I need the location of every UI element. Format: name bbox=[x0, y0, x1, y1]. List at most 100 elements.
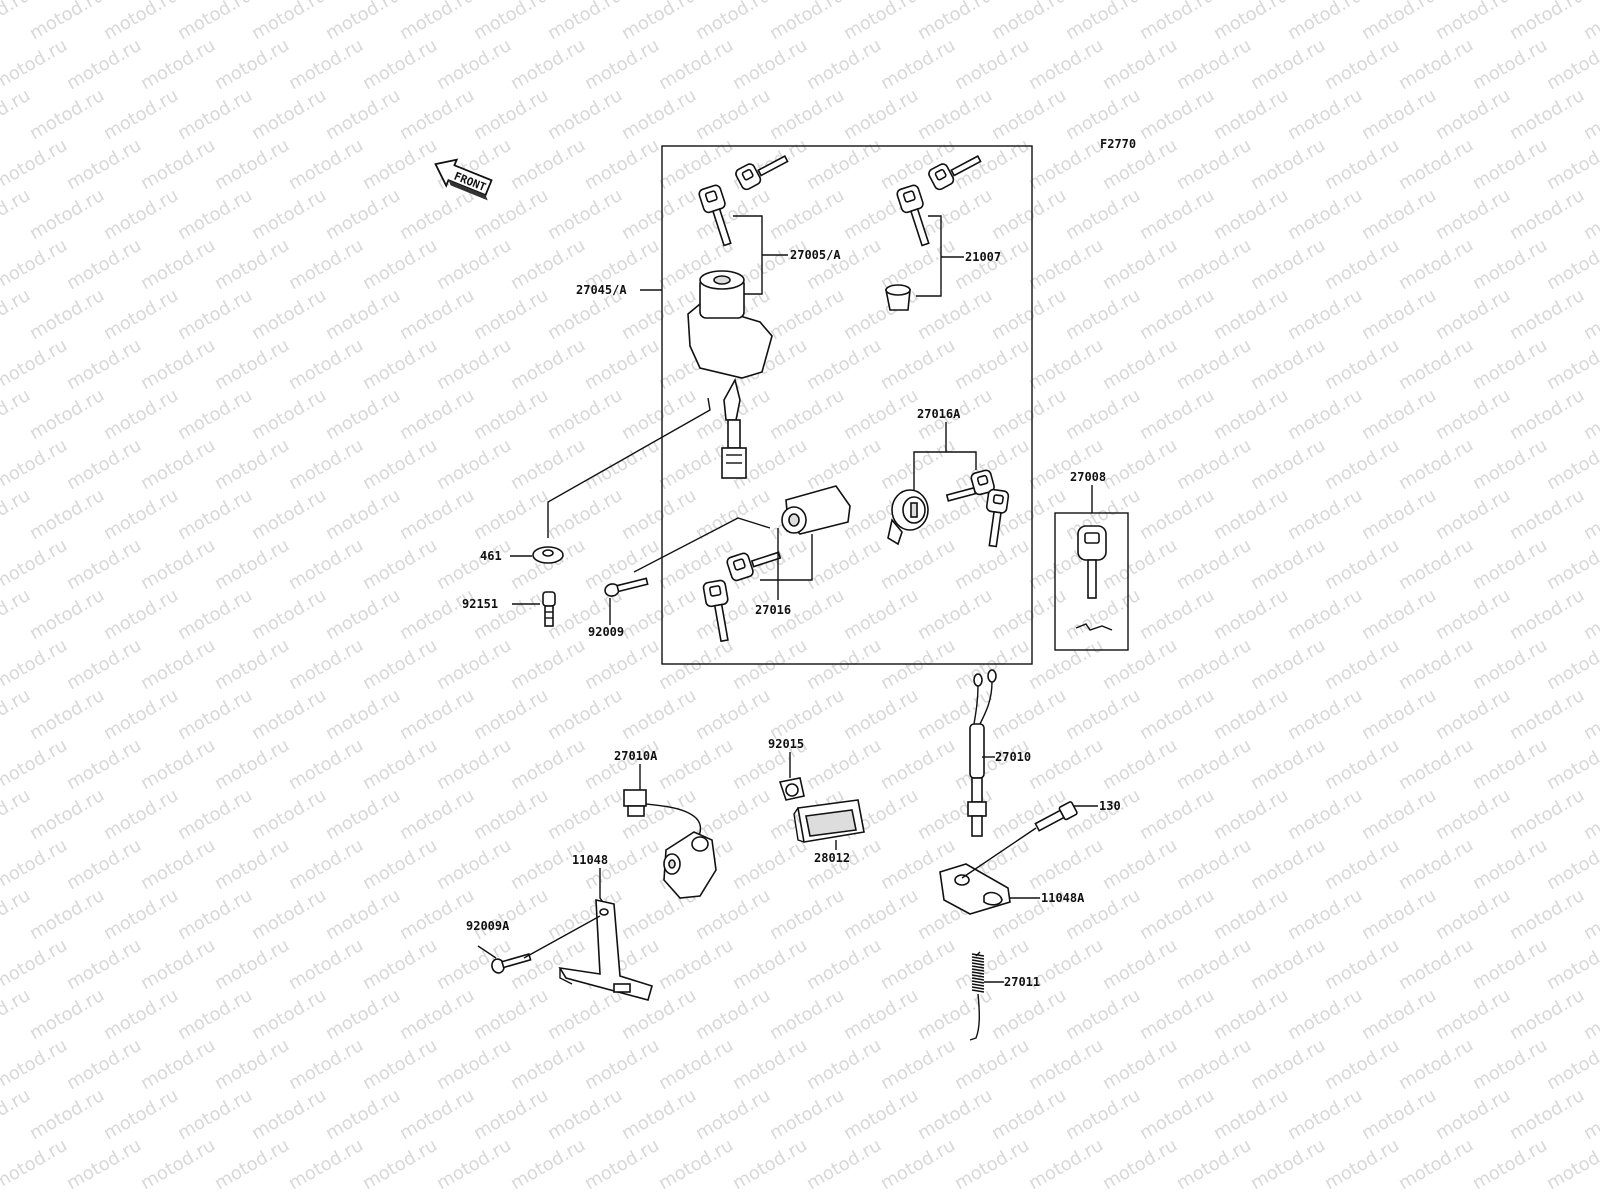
watermark-text: motod.ru bbox=[840, 0, 922, 44]
watermark-text: motod.ru bbox=[470, 585, 552, 644]
watermark-text: motod.ru bbox=[1321, 735, 1403, 794]
watermark-text: motod.ru bbox=[1321, 235, 1403, 294]
watermark-text: motod.ru bbox=[211, 735, 293, 794]
watermark-text: motod.ru bbox=[766, 685, 848, 744]
watermark-text: motod.ru bbox=[1136, 185, 1218, 244]
watermark-text: motod.ru bbox=[729, 935, 811, 994]
watermark-text: motod.ru bbox=[26, 685, 108, 744]
callout-92015: 92015 bbox=[768, 737, 804, 751]
watermark-text: motod.ru bbox=[26, 785, 108, 844]
watermark-text: motod.ru bbox=[988, 585, 1070, 644]
watermark-text: motod.ru bbox=[1580, 0, 1600, 44]
watermark-text: motod.ru bbox=[803, 935, 885, 994]
watermark-text: motod.ru bbox=[63, 435, 145, 494]
watermark-text: motod.ru bbox=[618, 85, 700, 144]
watermark-text: motod.ru bbox=[100, 585, 182, 644]
watermark-text: motod.ru bbox=[1025, 135, 1107, 194]
watermark-text: motod.ru bbox=[951, 1035, 1033, 1094]
callout-11048: 11048 bbox=[572, 853, 608, 867]
watermark-text: motod.ru bbox=[248, 185, 330, 244]
watermark-text: motod.ru bbox=[544, 185, 626, 244]
watermark-text: motod.ru bbox=[100, 85, 182, 144]
watermark-text: motod.ru bbox=[1099, 635, 1181, 694]
watermark-text: motod.ru bbox=[766, 85, 848, 144]
watermark-text: motod.ru bbox=[433, 235, 515, 294]
watermark-text: motod.ru bbox=[1321, 1035, 1403, 1094]
watermark-text: motod.ru bbox=[988, 285, 1070, 344]
watermark-text: motod.ru bbox=[1395, 335, 1477, 394]
watermark-text: motod.ru bbox=[1062, 85, 1144, 144]
watermark-text: motod.ru bbox=[26, 85, 108, 144]
watermark-text: motod.ru bbox=[396, 485, 478, 544]
watermark-text: motod.ru bbox=[1506, 585, 1588, 644]
watermark-text: motod.ru bbox=[1099, 735, 1181, 794]
watermark-text: motod.ru bbox=[137, 335, 219, 394]
watermark-text: motod.ru bbox=[137, 35, 219, 94]
watermark-text: motod.ru bbox=[1358, 385, 1440, 444]
spring-coil bbox=[971, 974, 985, 978]
watermark-text: motod.ru bbox=[544, 85, 626, 144]
watermark-text: motod.ru bbox=[655, 35, 737, 94]
watermark-text: motod.ru bbox=[840, 1085, 922, 1144]
watermark-text: motod.ru bbox=[174, 185, 256, 244]
watermark-text: motod.ru bbox=[1506, 285, 1588, 344]
watermark-text: motod.ru bbox=[1432, 885, 1514, 944]
switch-sensor-icon bbox=[623, 789, 717, 899]
watermark-text: motod.ru bbox=[1099, 835, 1181, 894]
watermark-text: motod.ru bbox=[692, 0, 774, 44]
watermark-text: motod.ru bbox=[914, 285, 996, 344]
watermark-text: motod.ru bbox=[137, 735, 219, 794]
watermark-text: motod.ru bbox=[1395, 535, 1477, 594]
watermark-text: motod.ru bbox=[1247, 835, 1329, 894]
watermark-text: motod.ru bbox=[1025, 835, 1107, 894]
watermark-text: motod.ru bbox=[470, 985, 552, 1044]
watermark-text: motod.ru bbox=[766, 185, 848, 244]
watermark-text: motod.ru bbox=[840, 885, 922, 944]
watermark-text: motod.ru bbox=[1321, 335, 1403, 394]
watermark-text: motod.ru bbox=[433, 1035, 515, 1094]
watermark-text: motod.ru bbox=[1358, 985, 1440, 1044]
watermark-text: motod.ru bbox=[877, 535, 959, 594]
watermark-text: motod.ru bbox=[729, 1035, 811, 1094]
watermark-text: motod.ru bbox=[396, 385, 478, 444]
watermark-text: motod.ru bbox=[1469, 435, 1551, 494]
watermark-text: motod.ru bbox=[1432, 385, 1514, 444]
watermark-text: motod.ru bbox=[322, 385, 404, 444]
watermark-text: motod.ru bbox=[544, 1085, 626, 1144]
watermark-text: motod.ru bbox=[174, 585, 256, 644]
watermark-text: motod.ru bbox=[1062, 585, 1144, 644]
watermark-text: motod.ru bbox=[581, 1135, 663, 1194]
watermark-text: motod.ru bbox=[1173, 735, 1255, 794]
watermark-text: motod.ru bbox=[766, 1085, 848, 1144]
watermark-text: motod.ru bbox=[581, 135, 663, 194]
watermark-text: motod.ru bbox=[729, 835, 811, 894]
watermark-text: motod.ru bbox=[137, 835, 219, 894]
watermark-text: motod.ru bbox=[803, 335, 885, 394]
watermark-text: motod.ru bbox=[544, 485, 626, 544]
watermark-text: motod.ru bbox=[1062, 0, 1144, 44]
watermark-text: motod.ru bbox=[507, 335, 589, 394]
watermark-text: motod.ru bbox=[1247, 535, 1329, 594]
watermark-text: motod.ru bbox=[1173, 535, 1255, 594]
watermark-text: motod.ru bbox=[507, 1135, 589, 1194]
watermark-text: motod.ru bbox=[1506, 1085, 1588, 1144]
watermark-text: motod.ru bbox=[507, 935, 589, 994]
spring-coil bbox=[971, 980, 985, 984]
watermark-text: motod.ru bbox=[1432, 285, 1514, 344]
watermark-text: motod.ru bbox=[470, 885, 552, 944]
watermark-text: motod.ru bbox=[1284, 185, 1366, 244]
watermark-text: motod.ru bbox=[1469, 1135, 1551, 1194]
watermark-text: motod.ru bbox=[951, 1135, 1033, 1194]
watermark-text: motod.ru bbox=[63, 35, 145, 94]
watermark-text: motod.ru bbox=[0, 385, 34, 444]
callout-11048A: 11048A bbox=[1041, 891, 1085, 905]
watermark-text: motod.ru bbox=[766, 0, 848, 44]
watermark-text: motod.ru bbox=[174, 385, 256, 444]
watermark-text: motod.ru bbox=[840, 385, 922, 444]
watermark-text: motod.ru bbox=[1432, 85, 1514, 144]
bracket-icon bbox=[558, 898, 653, 1001]
watermark-text: motod.ru bbox=[396, 0, 478, 44]
callout-461: 461 bbox=[480, 549, 502, 563]
watermark-text: motod.ru bbox=[1321, 535, 1403, 594]
